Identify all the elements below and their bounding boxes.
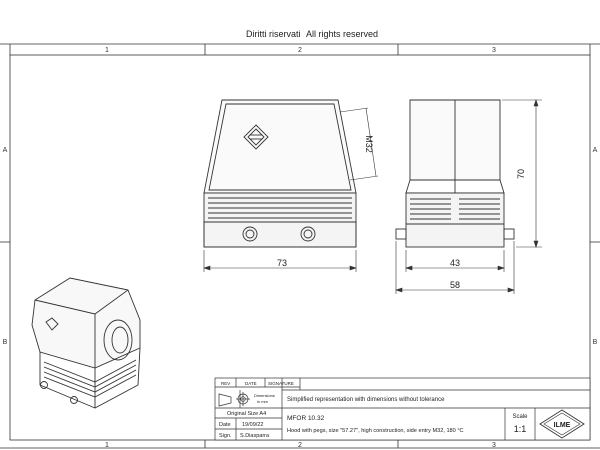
rights-reserved-english: All rights reserved	[306, 29, 379, 39]
product-code: MFOR 10.32	[287, 415, 325, 422]
side-dimensions	[395, 99, 542, 294]
ilme-logo: ILME	[539, 409, 585, 439]
iso-peg-right	[70, 396, 78, 404]
dimensions-label: Dimensions	[254, 393, 275, 398]
grid-row-b-left: B	[3, 339, 8, 346]
grid-col-1-bottom: 1	[105, 442, 109, 449]
dimensions-unit: in mm	[257, 399, 269, 404]
grid-col-2-bottom: 2	[298, 442, 302, 449]
grid-col-2-top: 2	[298, 47, 302, 54]
front-peg-left	[242, 226, 258, 242]
side-peg-right	[503, 228, 515, 240]
iso-cable-entry	[103, 319, 133, 361]
title-block	[214, 377, 591, 441]
date-column-header: DATE	[245, 381, 257, 386]
product-description: Hood with pegs, size "57.27", high const…	[287, 428, 464, 434]
ilme-logo-text: ILME	[554, 422, 571, 429]
grid-row-a-left: A	[3, 147, 8, 154]
grid-row-b-right: B	[593, 339, 598, 346]
signature-column-header: SIGNATURE	[268, 381, 294, 386]
side-entry-thread-label: M32	[364, 135, 374, 153]
projection-symbol	[218, 392, 250, 407]
front-peg-right	[300, 226, 316, 242]
grid-col-1-top: 1	[105, 47, 109, 54]
date-label: Date	[219, 422, 231, 428]
sign-value: S.Diasparra	[240, 433, 270, 439]
grid-row-a-right: A	[593, 147, 598, 154]
side-view	[395, 99, 515, 248]
front-view	[203, 99, 357, 248]
grid-col-3-bottom: 3	[492, 442, 496, 449]
side-overall-width-dimension: 58	[450, 280, 460, 290]
iso-peg-left	[40, 381, 48, 389]
scale-label: Scale	[512, 414, 528, 420]
rev-column-header: REV	[221, 381, 230, 386]
scale-value: 1:1	[514, 424, 527, 434]
original-size: Original Size A4	[227, 411, 266, 417]
side-height-dimension: 70	[516, 169, 526, 179]
side-body-width-dimension: 43	[450, 258, 460, 268]
grid-col-3-top: 3	[492, 47, 496, 54]
rights-reserved-italian: Diritti riservati	[246, 29, 301, 39]
front-width-dimension: 73	[277, 258, 287, 268]
sign-label: Sign.	[219, 433, 232, 439]
isometric-view	[31, 277, 141, 409]
front-logo-diamond	[243, 124, 269, 150]
side-peg-left	[395, 228, 407, 240]
front-dimensions	[203, 107, 379, 272]
date-value: 19/09/22	[242, 422, 263, 428]
tolerance-note: Simplified representation with dimension…	[287, 397, 445, 403]
